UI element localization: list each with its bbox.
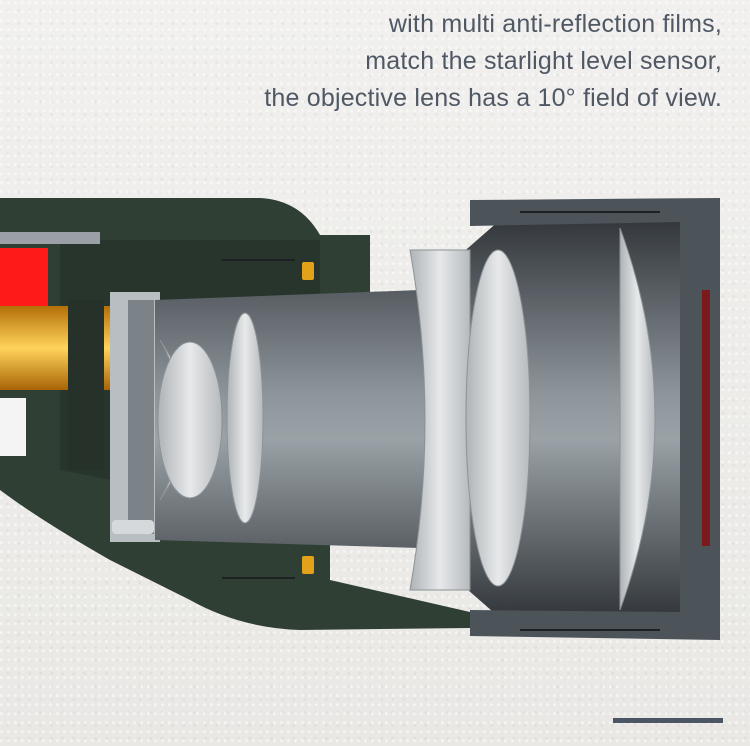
dark-post <box>68 300 104 470</box>
red-filter <box>702 290 710 546</box>
gray-rail <box>0 232 100 244</box>
mount-ring-inner <box>128 300 154 534</box>
threads <box>222 211 660 631</box>
feature-caption: with multi anti-reflection films, match … <box>264 6 722 117</box>
caption-line-3: the objective lens has a 10° field of vi… <box>264 84 722 112</box>
barrel-outer <box>470 198 720 640</box>
lens-4 <box>465 249 531 587</box>
lens-1-body <box>157 341 223 499</box>
lens-2 <box>226 312 264 524</box>
lens-5 <box>619 227 656 611</box>
barrel-body <box>155 205 680 630</box>
caption-line-1: with multi anti-reflection films, <box>388 10 722 38</box>
white-block <box>0 398 26 456</box>
lens-3 <box>409 249 471 591</box>
brass-screw-top <box>302 262 314 280</box>
decorative-underline <box>613 718 723 723</box>
brass-screw-bottom <box>302 556 314 574</box>
lens-cross-section-illustration <box>0 198 720 640</box>
bolt <box>112 520 154 534</box>
caption-line-2: match the starlight level sensor, <box>365 47 722 75</box>
